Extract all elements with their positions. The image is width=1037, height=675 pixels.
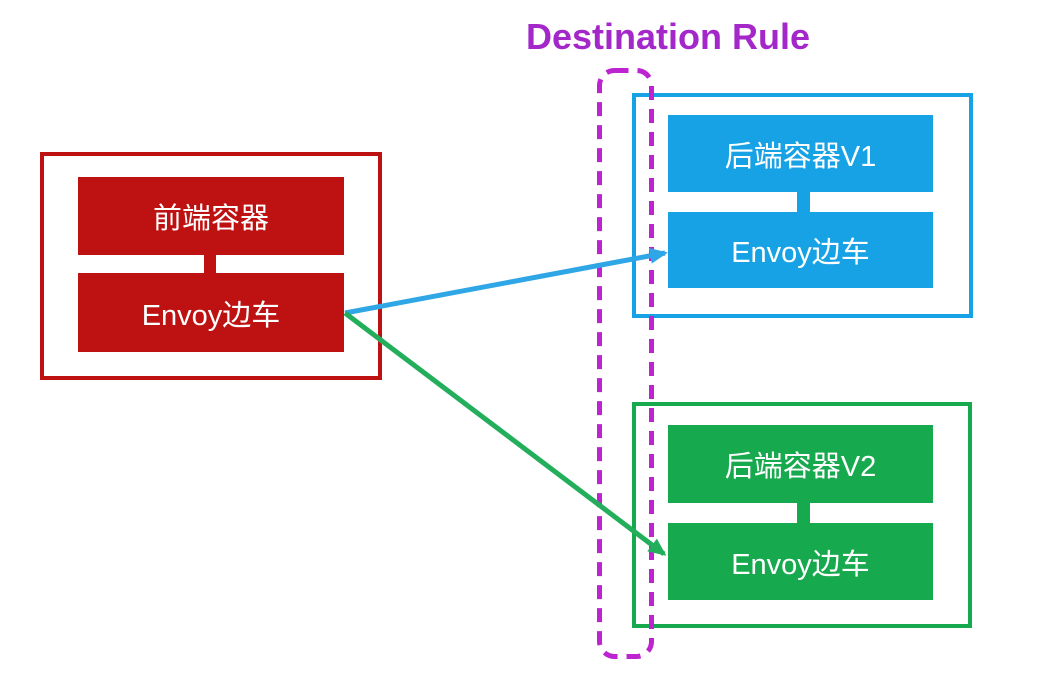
backend-v2-pod-group: 后端容器V2 Envoy边车 [632, 402, 972, 628]
backend-v2-container-box: 后端容器V2 [668, 425, 933, 503]
backend-v1-sidecar-label: Envoy边车 [731, 237, 870, 269]
backend-v2-sidecar-label: Envoy边车 [731, 548, 870, 581]
frontend-container-box: 前端容器 [78, 177, 344, 255]
diagram-title: Destination Rule [525, 16, 811, 57]
traffic-arrow-to-backend-v2 [343, 311, 667, 556]
backend-v1-container-label: 后端容器V1 [724, 140, 877, 173]
frontend-sidecar-box: Envoy边车 [78, 273, 344, 352]
backend-v1-pod-group: 后端容器V1 Envoy边车 [632, 93, 973, 318]
backend-v2-container-label: 后端容器V2 [724, 451, 877, 483]
backend-v1-sidecar-box: Envoy边车 [668, 212, 933, 288]
backend-v1-pod-connector [797, 192, 810, 212]
frontend-container-label: 前端容器 [152, 203, 269, 235]
frontend-pod-group: 前端容器 Envoy边车 [40, 152, 382, 380]
backend-v2-pod-connector [797, 503, 810, 523]
traffic-arrow-to-backend-v1 [344, 247, 668, 316]
backend-v1-container-box: 后端容器V1 [668, 115, 933, 192]
frontend-sidecar-label: Envoy边车 [141, 299, 281, 332]
backend-v2-sidecar-box: Envoy边车 [668, 523, 933, 600]
frontend-pod-connector [204, 255, 216, 273]
